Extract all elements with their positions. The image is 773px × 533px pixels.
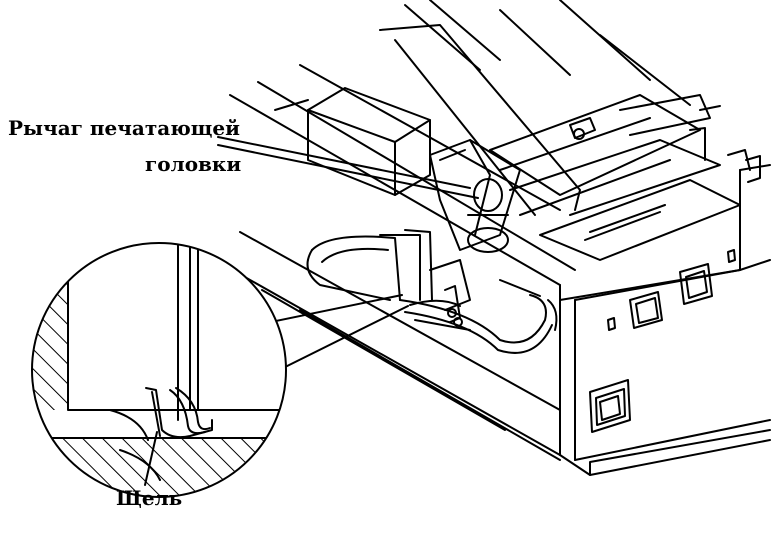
print-mechanism [217,0,761,261]
slot-label: Щель [116,486,183,510]
print-head-lever-label-line1: Рычаг печатающей [8,116,240,140]
front-controls [589,249,736,433]
cable-loop [306,229,558,354]
magnified-detail [31,242,287,498]
print-head-lever-label-line2: головки [145,152,242,176]
